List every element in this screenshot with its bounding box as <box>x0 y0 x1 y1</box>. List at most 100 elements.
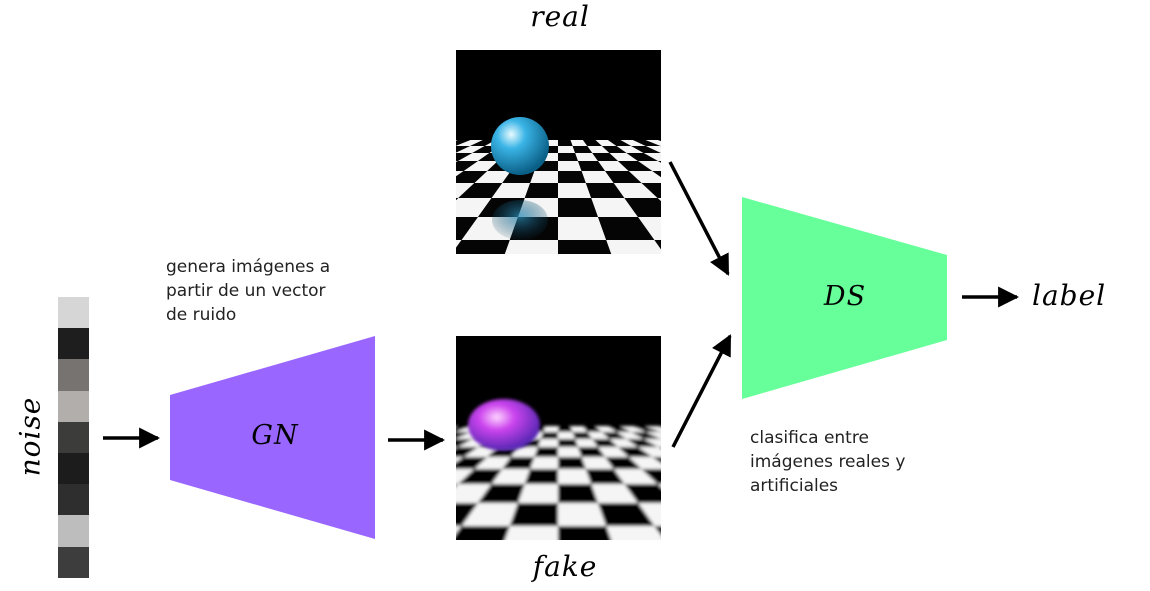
floor-tile <box>626 439 658 447</box>
floor-tile <box>645 432 661 439</box>
noise-cell <box>58 421 89 453</box>
discriminator-description-line: imágenes reales y <box>750 452 906 472</box>
noise-cell <box>58 390 89 422</box>
floor-tile <box>558 439 578 447</box>
floor-tile <box>624 198 661 217</box>
floor-tile <box>618 447 653 457</box>
noise-vector <box>58 297 89 578</box>
floor-tile <box>543 426 558 432</box>
floor-tile <box>628 457 661 469</box>
floor-tile <box>456 457 488 469</box>
discriminator-label: DS <box>823 281 867 312</box>
noise-cell <box>58 452 89 485</box>
noise-cell <box>58 359 89 391</box>
floor-tile <box>456 447 458 449</box>
floor-tile <box>524 183 558 198</box>
sphere <box>491 117 549 175</box>
floor-tile <box>616 146 644 153</box>
floor-tile <box>504 526 558 540</box>
floor-tile <box>608 140 632 146</box>
floor-tile <box>638 447 661 457</box>
floor-tile <box>558 240 612 254</box>
arrow-real-to-discriminator <box>668 161 730 276</box>
generator-description-line: partir de un vector <box>166 281 326 301</box>
floor-tile <box>638 161 661 171</box>
floor-tile <box>558 198 598 217</box>
floor-tile <box>641 469 661 484</box>
floor-tile <box>530 171 558 183</box>
floor-tile <box>456 183 475 198</box>
floor-tile <box>624 484 661 503</box>
floor-tile <box>456 146 485 153</box>
floor-tile <box>631 146 661 153</box>
floor-tile <box>558 484 598 503</box>
floor-tile <box>456 447 478 457</box>
noise-cell <box>58 297 89 329</box>
floor-tile <box>638 503 661 526</box>
sphere <box>468 399 540 451</box>
floor-tile <box>470 140 496 146</box>
floor-tile <box>558 526 612 540</box>
floor-tile <box>491 183 531 198</box>
floor-tile <box>583 140 602 146</box>
floor-tile <box>524 469 558 484</box>
floor-tile <box>456 161 478 171</box>
floor-tile <box>456 484 492 503</box>
floor-tile <box>583 426 602 432</box>
floor-tile <box>534 447 558 457</box>
fake-image <box>456 336 661 540</box>
floor-tile <box>633 426 661 432</box>
floor-tile <box>456 171 464 177</box>
floor-tile <box>618 161 653 171</box>
generator-description-line: de ruido <box>166 305 237 325</box>
floor-tile <box>606 240 661 254</box>
floor-tile <box>591 484 638 503</box>
floor-tile <box>538 439 558 447</box>
floor-tile <box>592 439 618 447</box>
floor-tile <box>643 439 661 447</box>
floor-tile <box>509 503 558 526</box>
floor-tile <box>608 426 632 432</box>
floor-tile <box>502 457 535 469</box>
generator-description-line: genera imágenes a <box>166 257 331 277</box>
floor-tile <box>606 526 661 540</box>
floor-tile <box>456 146 471 153</box>
floor-tile <box>613 183 658 198</box>
noise-cell <box>58 515 89 547</box>
floor-tile <box>463 447 498 457</box>
floor-tile <box>652 171 661 178</box>
floor-tile <box>601 146 627 153</box>
floor-tile <box>458 183 503 198</box>
floor-tile <box>645 140 661 146</box>
floor-tile <box>620 426 646 432</box>
floor-tile <box>581 457 614 469</box>
floor-tile <box>620 140 646 146</box>
fake-image-title: fake <box>532 550 598 583</box>
floor-tile <box>456 439 473 447</box>
noise-cell <box>58 328 89 360</box>
floor-tile <box>558 171 586 183</box>
floor-tile <box>558 432 576 439</box>
real-image <box>456 50 661 254</box>
floor-tile <box>558 146 576 153</box>
floor-tile <box>575 439 598 447</box>
floor-tile <box>592 153 618 161</box>
floor-tile <box>605 457 642 469</box>
floor-tile <box>645 426 661 432</box>
floor-tile <box>609 153 638 161</box>
floor-tile <box>456 217 478 240</box>
floor-tile <box>616 432 644 439</box>
floor-tile <box>456 240 510 254</box>
floor-tile <box>572 432 593 439</box>
floor-tile <box>558 217 607 240</box>
floor-tile <box>558 503 607 526</box>
floor-tile <box>530 457 558 469</box>
arrow-fake-to-discriminator <box>671 334 732 448</box>
floor-tile <box>572 146 593 153</box>
floor-tile <box>456 140 483 146</box>
floor-tile <box>598 503 655 526</box>
floor-tile <box>605 171 642 183</box>
floor-tile <box>558 469 592 484</box>
floor-tile <box>558 161 582 171</box>
floor-tile <box>456 153 473 161</box>
